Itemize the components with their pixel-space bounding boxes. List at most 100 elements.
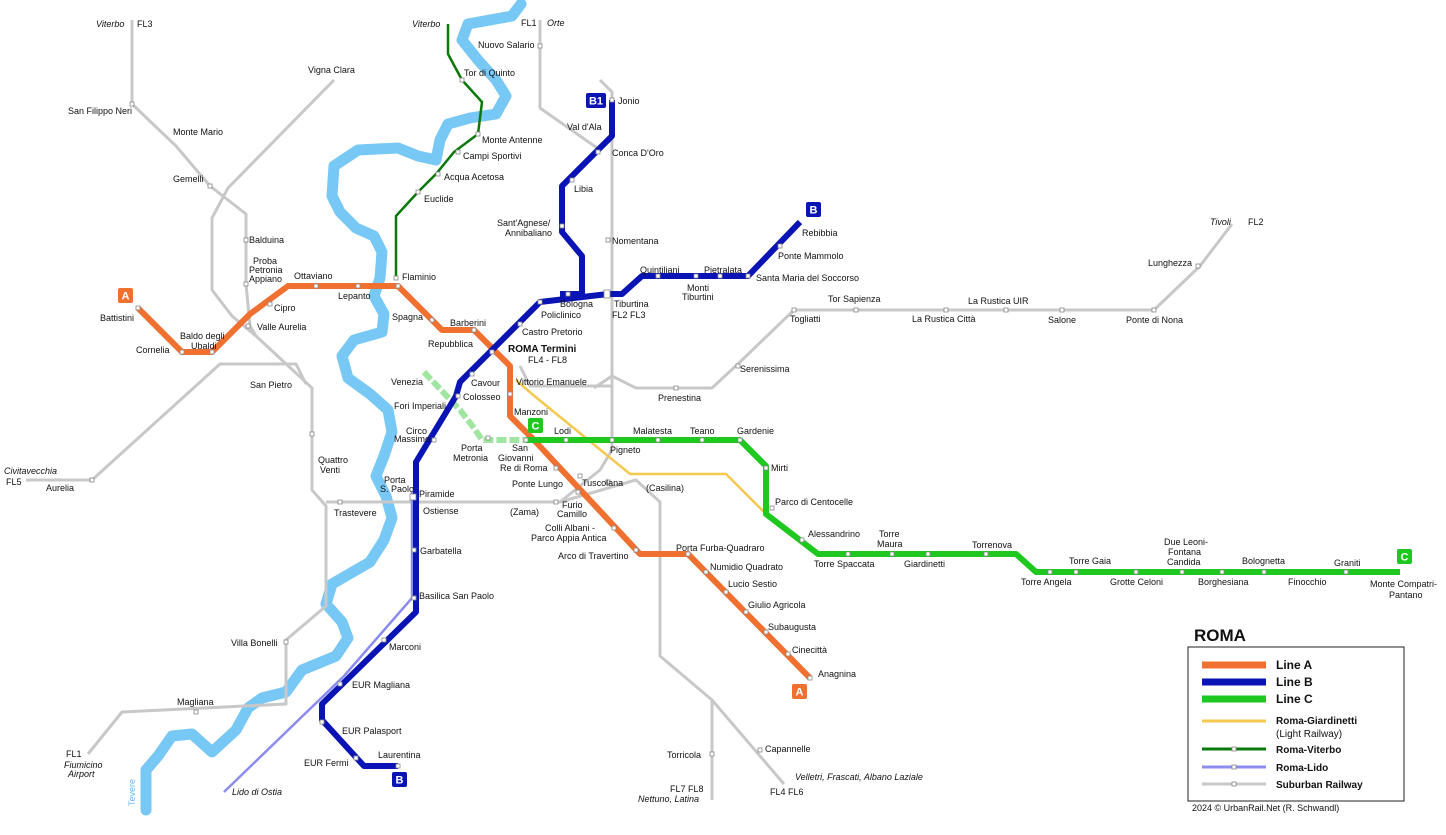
destination-code: FL1 [66, 749, 82, 759]
map-title: ROMA [1194, 626, 1246, 645]
station-label: Bologna [560, 299, 593, 309]
station-label: Tiburtina [614, 299, 649, 309]
destination-code: FL7 FL8 [670, 784, 704, 794]
station-label: Vittorio Emanuele [516, 377, 587, 387]
station-label: Quintiliani [640, 265, 680, 275]
station-label: Colosseo [463, 392, 501, 402]
line-c [526, 437, 1400, 575]
station-label: Torricola [667, 750, 701, 760]
giardinetti-line [515, 379, 767, 515]
destination-name: Nettuno, Latina [638, 794, 699, 804]
station-label: Nomentana [612, 236, 659, 246]
station-label: Ponte Mammolo [778, 251, 844, 261]
destination-name: Velletri, Frascati, Albano Laziale [795, 772, 923, 782]
station-label: Parco Appia Antica [531, 533, 607, 543]
station-label: Euclide [424, 194, 454, 204]
station-label: S. Paolo [380, 484, 414, 494]
destination-code: FL3 [137, 19, 153, 29]
svg-text:B: B [810, 205, 818, 217]
station-label: Libia [574, 184, 593, 194]
badge-line-a-west: A [118, 288, 133, 303]
station-label: Teano [690, 426, 715, 436]
station-label: Lodi [554, 426, 571, 436]
destination-name: Orte [547, 18, 565, 28]
station-label: Grotte Celoni [1110, 577, 1163, 587]
station-label: Porta Furba-Quadraro [676, 543, 765, 553]
destination-name: Tivoli [1210, 217, 1232, 227]
station-label: Fontana [1168, 547, 1201, 557]
legend-suburban: Suburban Railway [1276, 780, 1363, 791]
station-label: Valle Aurelia [257, 322, 306, 332]
station-label: Annibaliano [505, 228, 552, 238]
station-label: Quattro [318, 455, 348, 465]
station-label: Monte Antenne [482, 135, 543, 145]
station-label: Porta [461, 443, 483, 453]
station-label: San [512, 443, 528, 453]
station-label: Barberini [450, 318, 486, 328]
station-label: Aurelia [46, 483, 74, 493]
station-label: EUR Palasport [342, 726, 402, 736]
station-label: Salone [1048, 315, 1076, 325]
station-label: Due Leoni- [1164, 537, 1208, 547]
station-label: (Casilina) [646, 483, 684, 493]
station-label: Villa Bonelli [231, 638, 277, 648]
station-label: Giulio Agricola [748, 600, 806, 610]
station-label: Piramide [419, 489, 455, 499]
station-label: Flaminio [402, 272, 436, 282]
line-a [135, 283, 813, 681]
station-label: Campi Sportivi [463, 151, 522, 161]
destination-name: Civitavecchia [4, 466, 57, 476]
station-label: (Zama) [510, 507, 539, 517]
station-label: Castro Pretorio [522, 327, 583, 337]
station-label: Battistini [100, 313, 134, 323]
legend-line-b: Line B [1276, 675, 1313, 689]
station-label: Ostiense [423, 506, 459, 516]
station-label: Alessandrino [808, 529, 860, 539]
station-label: Pigneto [610, 445, 641, 455]
station-label: La Rustica UIR [968, 296, 1029, 306]
station-label: Colli Albani - [545, 523, 595, 533]
svg-text:A: A [796, 687, 804, 699]
station-label: Porta [384, 475, 406, 485]
station-label: Ponte di Nona [1126, 315, 1183, 325]
station-label: Jonio [618, 96, 640, 106]
station-label: Trastevere [334, 508, 377, 518]
station-label: Pantano [1389, 590, 1423, 600]
station-label: Camillo [557, 509, 587, 519]
station-label: Togliatti [790, 314, 821, 324]
station-label: Numidio Quadrato [710, 562, 783, 572]
destination-name: Lido di Ostia [232, 787, 282, 797]
destination-labels: Viterbo FL3 Viterbo FL1 Orte Tivoli FL2 … [4, 18, 1264, 804]
badge-line-b-north: B [806, 202, 821, 217]
station-label: Borghesiana [1198, 577, 1249, 587]
station-label: Pietralata [704, 265, 742, 275]
station-label: Fori Imperiali [394, 401, 446, 411]
station-label: Laurentina [378, 750, 421, 760]
station-label: Torre Spaccata [814, 559, 875, 569]
station-label: Candida [1167, 557, 1201, 567]
station-label: Sant'Agnese/ [497, 218, 551, 228]
station-label: Arco di Travertino [558, 551, 629, 561]
station-label: San Filippo Neri [68, 106, 132, 116]
station-label: Lucio Sestio [728, 579, 777, 589]
station-label: Nuovo Salario [478, 40, 535, 50]
station-label: Tor Sapienza [828, 294, 881, 304]
station-label: Maura [877, 539, 903, 549]
svg-text:C: C [532, 421, 540, 433]
station-label: Magliana [177, 697, 214, 707]
line-b [319, 219, 803, 769]
svg-text:B: B [396, 775, 404, 787]
station-label: Venezia [391, 377, 423, 387]
station-label: Lepanto [338, 291, 371, 301]
line-b1 [559, 100, 615, 297]
station-label: Furio [562, 500, 583, 510]
station-label: Balduina [249, 235, 284, 245]
station-label: Vigna Clara [308, 65, 355, 75]
station-label: Appiano [249, 274, 282, 284]
river-tevere [140, 0, 527, 816]
station-label: Cipro [274, 303, 296, 313]
station-label: Manzoni [514, 407, 548, 417]
station-label: EUR Fermi [304, 758, 349, 768]
legend-line-a: Line A [1276, 658, 1313, 672]
